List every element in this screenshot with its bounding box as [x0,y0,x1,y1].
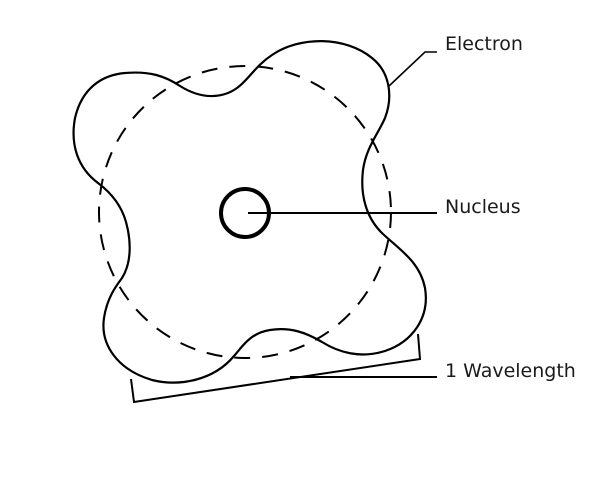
wavelength-label: 1 Wavelength [445,360,576,382]
wavelength-bracket [130,333,422,404]
electron-label: Electron [445,33,523,55]
nucleus-label: Nucleus [445,196,521,218]
electron-wave-path [72,40,427,384]
electron-leader-line [388,51,437,87]
